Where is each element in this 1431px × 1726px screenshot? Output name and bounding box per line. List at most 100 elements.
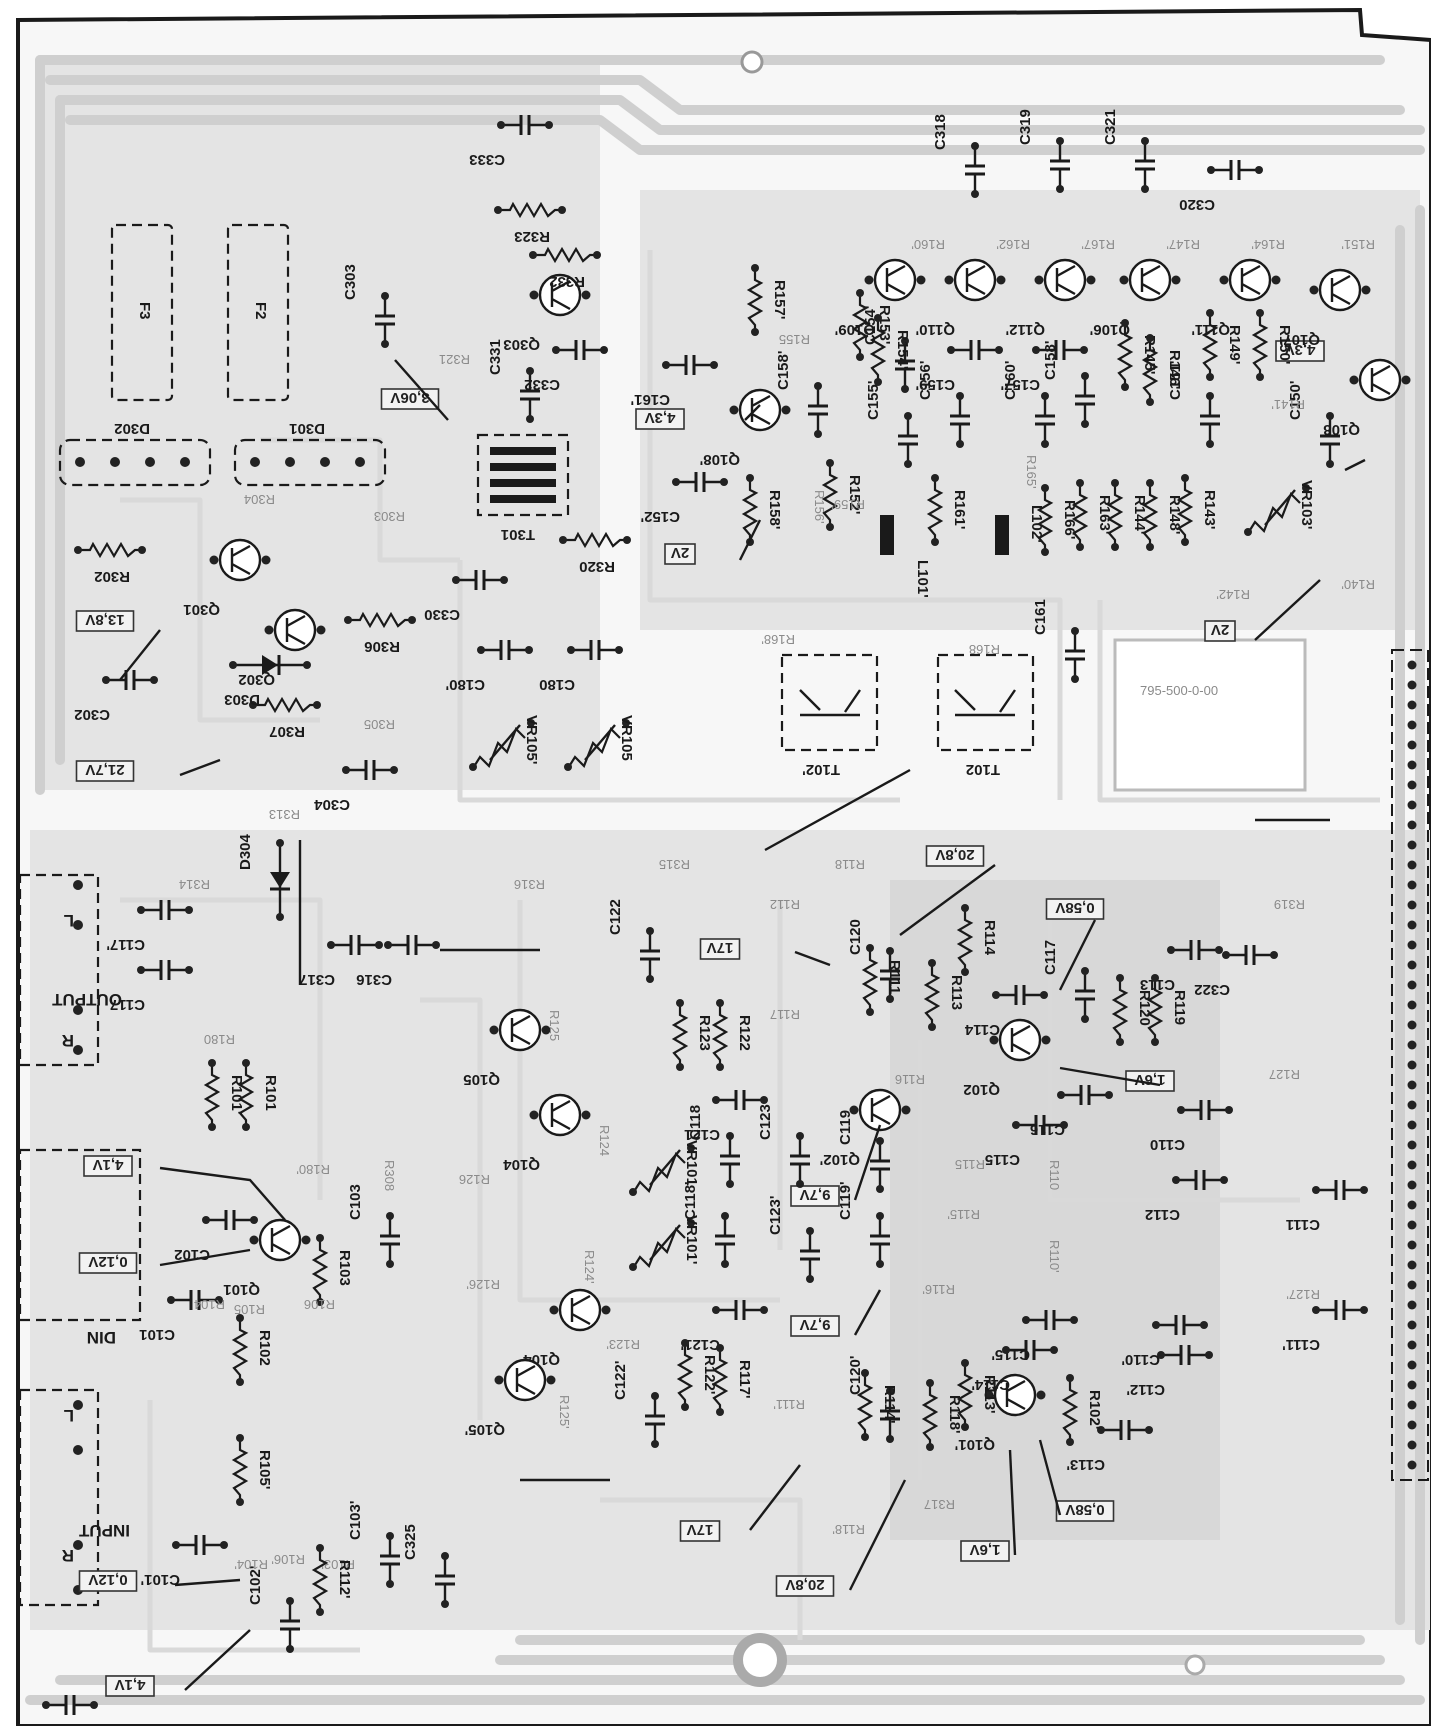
edge-pin [1407, 1260, 1417, 1270]
potentiometer: VR103' [1244, 480, 1315, 536]
voltage-value: 0,58V [1065, 1501, 1104, 1518]
capacitor-label: C333 [469, 151, 505, 168]
capacitors: C333C303C332C331C330C180'C180C304C302C31… [42, 109, 1368, 1715]
transistor-label: Q303 [503, 336, 540, 353]
resistor: R126' [466, 1277, 500, 1292]
transistor: Q303 [503, 273, 591, 353]
resistor: R147' [1166, 237, 1200, 252]
capacitor-label: C112' [1126, 1381, 1165, 1398]
resistor: R313 [269, 807, 300, 822]
capacitor: C120' [847, 1356, 900, 1443]
voltage-tag: 0,12V [78, 1570, 138, 1592]
resistor: R103 [311, 1234, 353, 1306]
resistor: R116 [895, 1072, 925, 1087]
capacitor: C120 [847, 919, 900, 1003]
capacitor-label: C112 [1145, 1206, 1180, 1223]
resistor-label: R113' [981, 1375, 998, 1414]
resistor: R125' [557, 1395, 572, 1429]
resistor-label: R111 [886, 960, 903, 994]
resistor-silk-label: R180' [296, 1162, 330, 1177]
capacitor-label: C117' [106, 936, 145, 953]
capacitor: C121' [681, 1300, 768, 1353]
voltage-tags: 3,06V13,8V21,7V4,3V2V4,3V2V20,8V17V0,58V… [75, 340, 1325, 1697]
edge-pin [1407, 1380, 1417, 1390]
resistor-label: R306 [364, 638, 400, 655]
capacitor: C161 [1032, 599, 1085, 683]
capacitor: C304 [313, 760, 398, 813]
edge-pin [1407, 980, 1417, 990]
resistor-silk-label: R117 [770, 1007, 800, 1022]
voltage-value: 2V [1211, 621, 1229, 638]
capacitor-label: C161' [631, 391, 670, 408]
resistor: R152' [821, 459, 863, 531]
resistor-silk-label: R127 [1269, 1067, 1300, 1082]
edge-pin [1407, 960, 1417, 970]
edge-pin [1407, 680, 1417, 690]
resistor-silk-label: R112 [770, 897, 800, 912]
edge-pin [1407, 700, 1417, 710]
resistor-silk-label: R140' [1341, 577, 1375, 592]
transistor: Q302 [238, 608, 326, 688]
edge-pin [1407, 800, 1417, 810]
capacitor-label: C152' [641, 508, 680, 525]
resistor: R157' [746, 264, 788, 336]
resistor: R126 [459, 1172, 490, 1187]
diode-d301: D301 [233, 420, 387, 487]
resistor: R123 [671, 999, 713, 1071]
capacitor: C161' [631, 355, 718, 408]
potentiometer-label: VR101 [683, 1140, 700, 1186]
capacitor-label: C317 [299, 971, 335, 988]
potentiometer: VR105 [564, 715, 635, 771]
capacitor-label: C103' [347, 1501, 364, 1540]
capacitor: C119 [837, 1110, 890, 1193]
resistor: R111 [861, 944, 903, 1016]
potentiometer-label: VR103' [1298, 480, 1315, 529]
edge-pin [1407, 1320, 1417, 1330]
capacitor: C114 [964, 985, 1048, 1038]
resistor-silk-label: R160' [911, 237, 945, 252]
capacitor-label: C118' [682, 1181, 699, 1220]
resistor: R142' [1216, 587, 1250, 602]
capacitor-label: C114 [964, 1021, 1000, 1038]
voltage-value: 4,3V [645, 409, 676, 426]
edge-pin [1407, 1360, 1417, 1370]
coil-l101: L101' [880, 515, 931, 598]
edge-pin [1407, 1100, 1417, 1110]
capacitor-label: C115' [991, 1346, 1030, 1363]
transistor-label: Q104 [503, 1156, 540, 1173]
transistor: Q104 [503, 1093, 591, 1173]
capacitor-label: C322 [1194, 981, 1230, 998]
resistor-label: R166' [1061, 500, 1078, 539]
voltage-tag: 0,12V [78, 1252, 138, 1274]
capacitor-label: C120' [847, 1356, 864, 1395]
resistor: R141' [1271, 397, 1305, 412]
resistor-label: R122 [736, 1015, 753, 1051]
transistor: Q107' [1280, 268, 1371, 348]
edge-pin [1407, 1020, 1417, 1030]
resistor-label: R114 [981, 920, 998, 956]
capacitor: C122 [607, 899, 660, 983]
resistor-silk-label: R111' [773, 1397, 805, 1412]
resistor-silk-label: R167' [1081, 237, 1115, 252]
transistor-label: Q106' [1090, 321, 1130, 338]
capacitor: C156' [917, 361, 970, 448]
transistor: Q101' [955, 1373, 1046, 1453]
resistor-silk-label: R316 [514, 877, 545, 892]
resistor-silk-label: R142' [1216, 587, 1250, 602]
coil-t102: T102 [936, 653, 1035, 778]
capacitor-label: C150' [1287, 381, 1304, 420]
potentiometer-label: VR105 [618, 715, 635, 761]
resistor: R110' [1047, 1240, 1062, 1273]
capacitor: C117 [1042, 940, 1095, 1023]
resistor: R332 [529, 246, 601, 290]
diode-label: D303 [224, 691, 260, 708]
resistor-silk-label: R115' [947, 1207, 980, 1222]
voltage-value: 9,7V [800, 1186, 831, 1203]
capacitor-label: C115 [985, 1151, 1020, 1168]
module-outline [1113, 638, 1307, 792]
diode-d302: D302 [58, 420, 212, 487]
transistor-label: Q301 [183, 601, 220, 618]
capacitor: C333 [469, 115, 553, 168]
resistor-label: R120 [1136, 990, 1153, 1026]
